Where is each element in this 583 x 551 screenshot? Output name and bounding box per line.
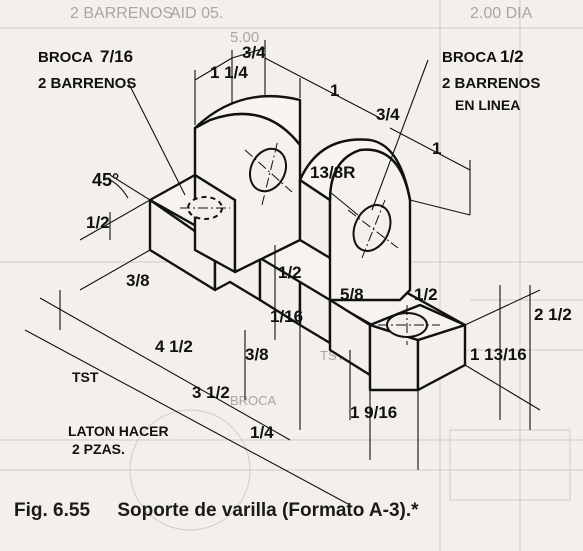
dim-right-1-2: 1/2 bbox=[414, 285, 438, 304]
broca-left-fraction: 7/16 bbox=[100, 47, 133, 66]
dim-mid-1-16: 1/16 bbox=[270, 307, 303, 326]
figure-title: Soporte de varilla (Formato A-3).* bbox=[117, 500, 419, 521]
hole-left-upright bbox=[249, 147, 287, 193]
quantity-label: 2 PZAS. bbox=[72, 441, 125, 457]
dim-top-1-a: 1 bbox=[330, 81, 339, 100]
dim-bot-3-8: 3/8 bbox=[245, 345, 269, 364]
part-outline bbox=[148, 94, 467, 392]
dimension-lines bbox=[24, 40, 541, 506]
background-text: 2 BARRENOS AID 05. 2.00 DIA 5.00 TST BRO… bbox=[70, 5, 533, 408]
dim-mid-5-8: 5/8 bbox=[340, 285, 364, 304]
broca-right-label: BROCA bbox=[442, 49, 497, 66]
broca-right-count: 2 BARRENOS bbox=[442, 75, 540, 92]
dim-bot-1-9-16: 1 9/16 bbox=[350, 403, 397, 422]
dim-mid-1-2: 1/2 bbox=[278, 263, 302, 282]
dim-top-1-1-4: 1 1/4 bbox=[210, 63, 248, 82]
figure-number: Fig. 6.55 bbox=[14, 500, 91, 521]
material-label: LATON HACER bbox=[68, 423, 169, 439]
broca-right-fraction: 1/2 bbox=[500, 47, 524, 66]
dim-bot-1-4: 1/4 bbox=[250, 423, 274, 442]
dim-bot-4-1-2: 4 1/2 bbox=[155, 337, 193, 356]
dim-left-3-8: 3/8 bbox=[126, 271, 150, 290]
radius-label: 13/8R bbox=[310, 163, 355, 182]
broca-right-note: EN LINEA bbox=[455, 97, 520, 113]
dim-top-1-b: 1 bbox=[432, 139, 441, 158]
bg-text-2: AID 05. bbox=[170, 5, 223, 22]
tst-label: TST bbox=[72, 369, 99, 385]
center-lines bbox=[180, 139, 440, 345]
bg-text-6: BROCA bbox=[230, 393, 277, 408]
bg-text-4: 5.00 bbox=[230, 29, 259, 46]
figure-caption: Fig. 6.55 Soporte de varilla (Formato A-… bbox=[14, 500, 574, 522]
dim-top-3-4-a: 3/4 bbox=[242, 43, 266, 62]
broca-left-label: BROCA bbox=[38, 49, 93, 66]
dim-left-1-2: 1/2 bbox=[86, 213, 110, 232]
angle-label: 45° bbox=[92, 170, 119, 190]
annotations: BROCA 7/16 2 BARRENOS BROCA 1/2 2 BARREN… bbox=[38, 43, 572, 457]
dim-right-1-13-16: 1 13/16 bbox=[470, 345, 527, 364]
dim-right-2-1-2: 2 1/2 bbox=[534, 305, 572, 324]
bg-text-1: 2 BARRENOS bbox=[70, 5, 173, 22]
broca-left-count: 2 BARRENOS bbox=[38, 75, 136, 92]
dim-bot-3-1-2: 3 1/2 bbox=[192, 383, 230, 402]
dim-top-3-4-b: 3/4 bbox=[376, 105, 400, 124]
bg-text-3: 2.00 DIA bbox=[470, 5, 533, 22]
